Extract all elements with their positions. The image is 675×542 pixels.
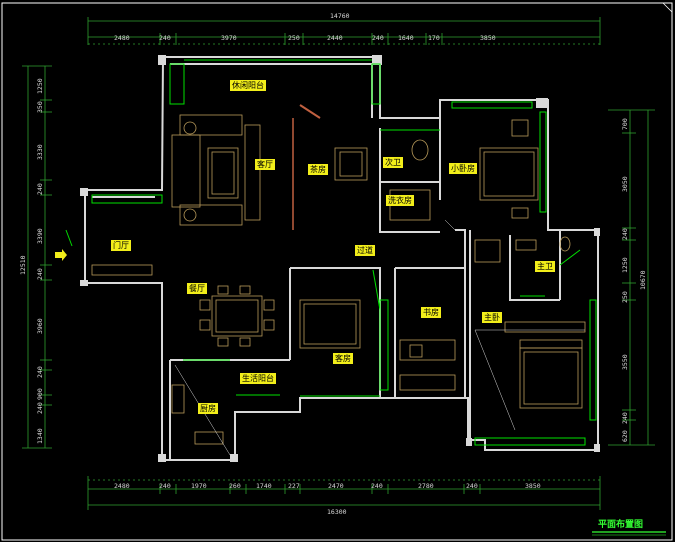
furniture — [91, 104, 586, 445]
dim-left-total: 12510 — [19, 255, 27, 275]
dim-bottom-total: 16300 — [327, 508, 347, 516]
dim-right-7: 240 — [621, 412, 629, 424]
dim-left-7: 3960 — [36, 318, 44, 334]
dim-left-3: 3330 — [36, 144, 44, 160]
room-label-utility-balcony: 生活阳台 — [240, 373, 276, 384]
left-dimension-texts: 1250 350 3330 240 3390 240 3960 240 900 … — [19, 78, 44, 444]
dim-top-1: 2480 — [114, 34, 130, 42]
room-label-study-room: 茶房 — [308, 164, 328, 175]
dim-left-5: 3390 — [36, 228, 44, 244]
room-label-study: 书房 — [421, 307, 441, 318]
dim-top-3: 3970 — [221, 34, 237, 42]
dim-right-total: 10670 — [639, 270, 647, 290]
dim-top-8: 170 — [428, 34, 440, 42]
corner-mark — [662, 2, 673, 13]
room-label-hall: 过道 — [355, 245, 375, 256]
dim-top-total: 14760 — [330, 12, 350, 20]
dim-top-5: 2440 — [327, 34, 343, 42]
room-label-guest-bedroom: 客房 — [333, 353, 353, 364]
dim-bottom-2: 240 — [159, 482, 171, 490]
dim-bottom-6: 227 — [288, 482, 300, 490]
right-dimension-chain — [608, 109, 655, 446]
dim-left-4: 240 — [36, 183, 44, 195]
dim-bottom-3: 1970 — [191, 482, 207, 490]
entrance-arrow-icon — [55, 229, 73, 261]
room-label-dining: 餐厅 — [187, 283, 207, 294]
dim-left-2: 350 — [36, 101, 44, 113]
dim-bottom-5: 1740 — [256, 482, 272, 490]
dim-left-11: 1340 — [36, 428, 44, 444]
dim-right-1: 700 — [621, 118, 629, 130]
windows — [91, 59, 597, 446]
bottom-dimension-chain — [87, 476, 601, 510]
dim-top-6: 240 — [372, 34, 384, 42]
left-dimension-chain — [22, 65, 52, 449]
room-label-foyer: 门厅 — [111, 240, 131, 251]
dim-top-9: 3850 — [480, 34, 496, 42]
dim-left-1: 1250 — [36, 78, 44, 94]
room-label-master-bath: 主卫 — [535, 261, 555, 272]
dim-right-8: 620 — [621, 430, 629, 442]
dim-right-3: 240 — [621, 228, 629, 240]
room-label-small-bedroom: 小卧房 — [449, 163, 477, 174]
room-label-kitchen: 厨房 — [198, 403, 218, 414]
dim-top-4: 250 — [288, 34, 300, 42]
dim-right-6: 3550 — [621, 354, 629, 370]
room-label-laundry: 洗衣房 — [386, 195, 414, 206]
walls — [84, 56, 599, 461]
dim-right-5: 250 — [621, 291, 629, 303]
dim-top-7: 1640 — [398, 34, 414, 42]
room-label-leisure-balcony: 休闲阳台 — [230, 80, 266, 91]
dim-bottom-4: 260 — [229, 482, 241, 490]
drawing-title: 平面布置图 — [598, 520, 644, 530]
dim-bottom-8: 240 — [371, 482, 383, 490]
dim-right-4: 1250 — [621, 257, 629, 273]
dim-left-6: 240 — [36, 268, 44, 280]
top-dimension-chain — [87, 17, 601, 45]
right-dimension-texts: 700 3050 240 1250 250 3550 240 620 10670 — [621, 118, 647, 442]
dim-left-9: 900 — [36, 388, 44, 400]
dim-left-10: 240 — [36, 402, 44, 414]
dim-left-8: 240 — [36, 366, 44, 378]
room-label-second-bath: 次卫 — [383, 157, 403, 168]
dim-bottom-7: 2470 — [328, 482, 344, 490]
dim-bottom-10: 240 — [466, 482, 478, 490]
dim-bottom-11: 3850 — [525, 482, 541, 490]
room-label-master-bedroom: 主卧 — [482, 312, 502, 323]
dim-right-2: 3050 — [621, 176, 629, 192]
title-underline — [592, 531, 666, 536]
dim-bottom-9: 2780 — [418, 482, 434, 490]
room-label-living-room: 客厅 — [255, 159, 275, 170]
columns — [80, 55, 600, 462]
dim-bottom-1: 2480 — [114, 482, 130, 490]
dim-top-2: 240 — [159, 34, 171, 42]
